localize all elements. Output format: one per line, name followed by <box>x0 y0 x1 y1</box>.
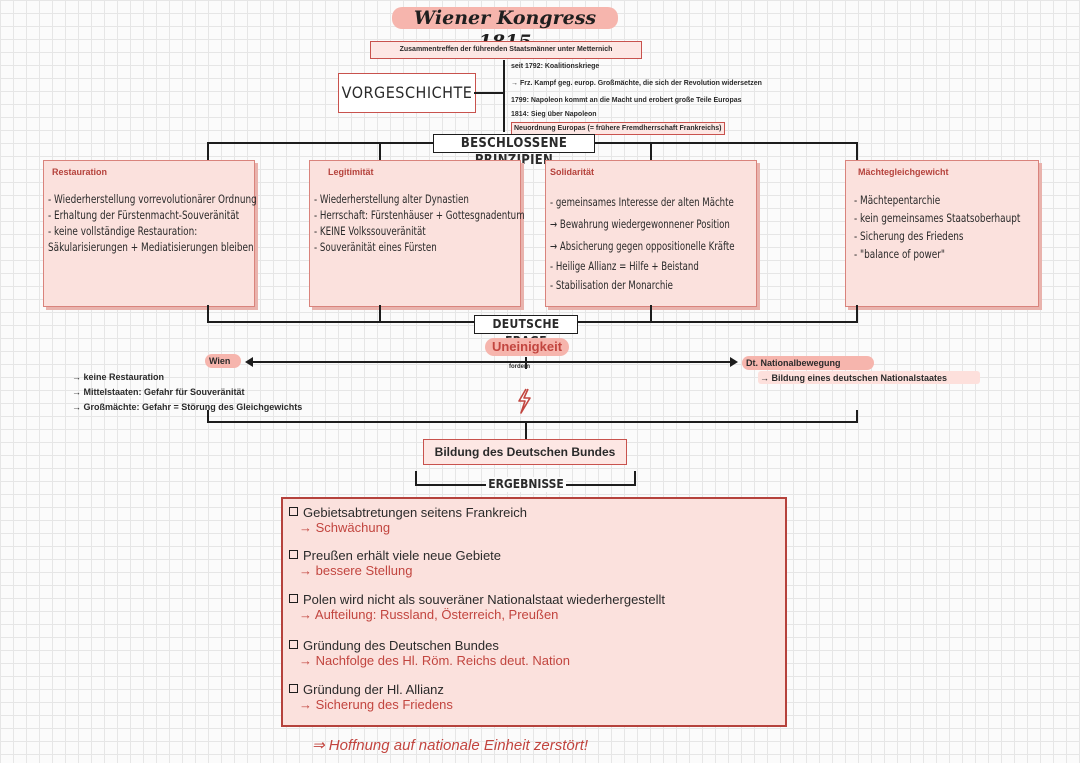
card-item: - Heilige Allianz = Hilfe + Beistand <box>550 259 699 273</box>
checkbox-icon <box>289 594 298 603</box>
vorge-connector <box>474 92 503 94</box>
connector <box>856 305 858 322</box>
card-maechtegleichgewicht: Mächtegleichgewicht - Mächtepentarchie -… <box>845 160 1039 307</box>
timeline-item-neuordnung: Neuordnung Europas (= frühere Fremdherrs… <box>511 122 725 135</box>
card-item: - Sicherung des Friedens <box>854 229 964 243</box>
national-item-highlight <box>758 371 980 384</box>
card-item: - kein gemeinsames Staatsoberhaupt <box>854 211 1021 225</box>
ergebnis-item: Gebietsabtretungen seitens Frankreich → … <box>289 505 527 535</box>
connector <box>650 305 652 322</box>
bund-stem <box>525 421 527 439</box>
wien-item: → Mittelstaaten: Gefahr für Souveränität <box>72 387 245 397</box>
checkbox-icon <box>289 640 298 649</box>
erg-right-tick <box>634 471 636 485</box>
ergebnis-sub: → Sicherung des Friedens <box>299 697 453 712</box>
ergebnis-sub: → Nachfolge des Hl. Röm. Reichs deut. Na… <box>299 653 570 668</box>
erg-left-tick <box>415 471 417 485</box>
arrow-right-icon <box>730 357 738 367</box>
vorgeschichte-label: VORGESCHICHTE <box>338 73 476 113</box>
bund-bracket-line <box>207 421 858 423</box>
card-item: → Absicherung gegen oppositionelle Kräft… <box>550 239 735 253</box>
card-list: - Wiederherstellung alter Dynastien - He… <box>314 191 525 255</box>
ergebnis-item: Gründung der Hl. Allianz → Sicherung des… <box>289 682 453 712</box>
wien-label: Wien <box>209 356 231 366</box>
card-item: - Wiederherstellung vorrevolutionärer Or… <box>48 192 257 206</box>
ergebnis-item: Gründung des Deutschen Bundes → Nachfolg… <box>289 638 570 668</box>
card-item: - Stabilisation der Monarchie <box>550 278 673 292</box>
uneinigkeit-label: Uneinigkeit <box>491 339 563 354</box>
wien-item: → Großmächte: Gefahr = Störung des Gleic… <box>72 402 303 412</box>
drop-line <box>379 142 381 160</box>
timeline-item: seit 1792: Koalitionskriege <box>511 63 600 70</box>
conclusion: ⇒ Hoffnung auf nationale Einheit zerstör… <box>312 737 589 754</box>
card-title: Legitimität <box>328 167 374 177</box>
national-item: → Bildung eines deutschen Nationalstaate… <box>760 373 948 383</box>
connector <box>207 305 209 322</box>
card-title: Solidarität <box>550 167 595 177</box>
ergebnis-text: Gebietsabtretungen seitens Frankreich <box>303 505 528 520</box>
uneinigkeit-highlight <box>485 338 569 356</box>
card-item: - Souveränität eines Fürsten <box>314 240 437 254</box>
card-item: - Herrschaft: Fürstenhäuser + Gottesgnad… <box>314 208 525 222</box>
ergebnis-sub: → bessere Stellung <box>299 563 413 578</box>
subtitle: Zusammentreffen der führenden Staatsmänn… <box>370 41 642 59</box>
ergebnis-item: Polen wird nicht als souveräner National… <box>289 592 665 622</box>
card-item: - gemeinsames Interesse der alten Mächte <box>550 195 734 209</box>
bund-box: Bildung des Deutschen Bundes <box>423 439 627 465</box>
card-item: - Erhaltung der Fürstenmacht-Souveränitä… <box>48 208 240 222</box>
wien-item: → keine Restauration <box>72 372 165 382</box>
checkbox-icon <box>289 684 298 693</box>
timeline-line <box>503 60 505 132</box>
card-item: → Bewahrung wiedergewonnener Position <box>550 217 730 231</box>
checkbox-icon <box>289 550 298 559</box>
drop-line <box>856 142 858 160</box>
timeline-item: → Frz. Kampf geg. europ. Großmächte, die… <box>511 80 762 87</box>
page-title: Wiener Kongress 1815 <box>413 7 597 53</box>
ergebnis-text: Polen wird nicht als souveräner National… <box>303 592 666 607</box>
deutsche-frage-heading: DEUTSCHE FRAGE <box>474 315 578 348</box>
card-item: - Mächtepentarchie <box>854 193 941 207</box>
card-item: - keine vollständige Restauration: <box>48 224 198 238</box>
ergebnis-text: Preußen erhält viele neue Gebiete <box>303 548 502 563</box>
card-legitimitaet: Legitimität - Wiederherstellung alter Dy… <box>309 160 525 307</box>
timeline-item: 1799: Napoleon kommt an die Macht und er… <box>511 97 742 104</box>
card-item: - "balance of power" <box>854 247 945 261</box>
card-item: Säkularisierungen + Mediatisierungen ble… <box>48 240 254 254</box>
ergebnis-sub: → Aufteilung: Russland, Österreich, Preu… <box>299 607 559 622</box>
ergebnisse-heading: ERGEBNISSE <box>486 477 566 492</box>
fordern-stem <box>525 357 527 369</box>
connector <box>379 305 381 322</box>
card-title: Mächtegleichgewicht <box>858 167 949 177</box>
title-highlight <box>392 7 618 29</box>
card-list: - gemeinsames Interesse der alten Mächte… <box>550 191 735 295</box>
card-item: - Wiederherstellung alter Dynastien <box>314 192 469 206</box>
national-highlight <box>742 356 874 370</box>
bund-bracket-left <box>207 410 209 422</box>
lightning-icon <box>514 388 534 414</box>
drop-line <box>650 142 652 160</box>
card-item: - KEINE Volkssouveränität <box>314 224 426 238</box>
ergebnis-item: Preußen erhält viele neue Gebiete → bess… <box>289 548 501 578</box>
checkbox-icon <box>289 507 298 516</box>
wien-national-line <box>252 361 732 363</box>
card-restauration: Restauration - Wiederherstellung vorrevo… <box>43 160 257 307</box>
prinzipien-heading: BESCHLOSSENE PRINZIPIEN <box>433 134 595 168</box>
ergebnisse-box: Gebietsabtretungen seitens Frankreich → … <box>281 497 787 727</box>
ergebnis-text: Gründung der Hl. Allianz <box>303 682 444 697</box>
card-solidaritaet: Solidarität - gemeinsames Interesse der … <box>545 160 757 307</box>
timeline-item: 1814: Sieg über Napoleon <box>511 111 597 118</box>
ergebnis-sub: → Schwächung <box>299 520 391 535</box>
card-list: - Wiederherstellung vorrevolutionärer Or… <box>48 191 257 255</box>
ergebnis-text: Gründung des Deutschen Bundes <box>303 638 499 653</box>
wien-highlight <box>205 354 241 368</box>
bund-bracket-right <box>856 410 858 422</box>
arrow-left-icon <box>245 357 253 367</box>
card-list: - Mächtepentarchie - kein gemeinsames St… <box>854 191 1020 263</box>
national-label: Dt. Nationalbewegung <box>746 358 841 368</box>
fordern-label: fordern <box>509 364 530 370</box>
drop-line <box>207 142 209 160</box>
card-title: Restauration <box>52 167 108 177</box>
